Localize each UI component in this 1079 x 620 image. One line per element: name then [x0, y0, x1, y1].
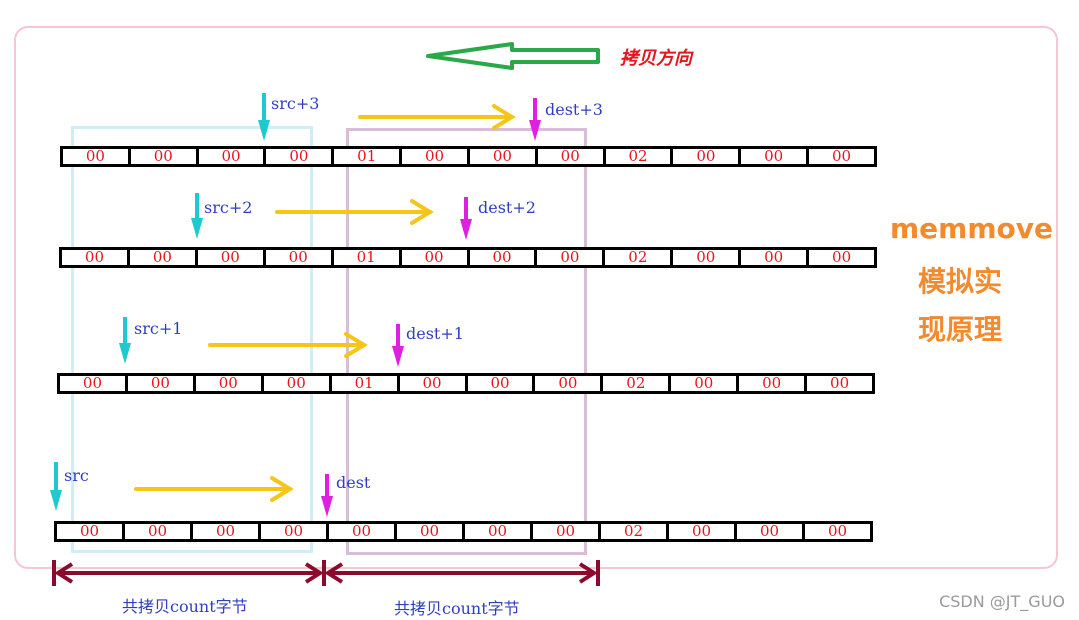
byte-cell: 00 [263, 376, 329, 391]
byte-cell: 00 [535, 376, 601, 391]
byte-cell: 00 [807, 376, 873, 391]
byte-cell: 00 [741, 149, 807, 164]
source-region-highlight [71, 126, 313, 553]
byte-cell: 00 [195, 376, 261, 391]
byte-cell: 02 [601, 524, 666, 539]
src-pointer-row-2 [191, 193, 203, 239]
copy-arrow-row-3 [208, 332, 368, 358]
outer-frame [14, 26, 1058, 569]
count-label-left: 共拷贝count字节 [122, 597, 248, 616]
byte-cell: 00 [669, 524, 734, 539]
byte-cell: 00 [197, 250, 263, 265]
byte-cell: 00 [673, 250, 739, 265]
destination-region-highlight [346, 128, 587, 555]
byte-cell: 00 [537, 250, 603, 265]
byte-cell: 00 [465, 524, 530, 539]
memory-row-2: 00 00 00 00 01 00 00 00 02 00 00 00 [59, 247, 877, 268]
byte-cell: 00 [399, 376, 465, 391]
byte-cell: 00 [125, 524, 190, 539]
byte-cell: 00 [469, 149, 535, 164]
byte-cell: 00 [129, 250, 195, 265]
dest-pointers [321, 98, 541, 517]
byte-cell: 00 [57, 524, 122, 539]
byte-cell: 00 [533, 524, 598, 539]
memory-row-1: 00 00 00 00 01 00 00 00 02 00 00 00 [60, 146, 877, 167]
byte-cell: 00 [329, 524, 394, 539]
dest-label-row-1: dest+3 [545, 100, 603, 119]
byte-cell: 00 [739, 376, 805, 391]
byte-cell: 00 [809, 149, 874, 164]
byte-cell: 01 [331, 376, 397, 391]
dest-label-row-4: dest [336, 473, 371, 492]
byte-cell: 00 [401, 250, 467, 265]
dest-label-row-2: dest+2 [478, 198, 536, 217]
dest-label-row-3: dest+1 [406, 324, 464, 343]
copy-direction-arrow [426, 42, 600, 70]
byte-cell: 01 [333, 250, 399, 265]
byte-cell: 00 [469, 250, 535, 265]
byte-cell: 02 [605, 250, 671, 265]
byte-cell: 00 [127, 376, 193, 391]
byte-cell: 00 [62, 250, 127, 265]
src-label-row-2: src+2 [204, 198, 253, 217]
byte-cell: 00 [193, 524, 258, 539]
side-title-line-1: memmove [890, 212, 1053, 245]
byte-cell: 00 [261, 524, 326, 539]
byte-cell: 00 [60, 376, 125, 391]
side-title-line-3: 现原理 [917, 313, 1002, 346]
dest-pointer-row-1 [529, 98, 541, 141]
byte-cell: 00 [671, 376, 737, 391]
memory-row-3: 00 00 00 00 01 00 00 00 02 00 00 00 [57, 373, 875, 394]
src-pointer-row-1 [258, 93, 270, 141]
byte-cell: 00 [467, 376, 533, 391]
copy-arrow-row-4 [134, 476, 294, 502]
src-pointer-row-4 [50, 462, 62, 511]
byte-cell: 00 [402, 149, 467, 164]
copy-arrow-row-1 [358, 104, 516, 130]
byte-cell: 00 [809, 250, 875, 265]
byte-cell: 02 [605, 149, 671, 164]
copy-direction-label: 拷贝方向 [620, 48, 692, 69]
src-pointers [50, 93, 270, 511]
byte-cell: 00 [198, 149, 264, 164]
dest-pointer-row-4 [321, 474, 333, 517]
byte-cell: 00 [265, 250, 331, 265]
src-label-row-4: src [64, 466, 89, 485]
byte-cell: 00 [673, 149, 739, 164]
watermark: CSDN @JT_GUO [939, 592, 1065, 611]
byte-cell: 01 [334, 149, 400, 164]
src-pointer-row-3 [119, 317, 131, 364]
dest-pointer-row-3 [392, 324, 404, 367]
byte-cell: 00 [537, 149, 603, 164]
byte-cell: 00 [63, 149, 128, 164]
byte-cell: 00 [397, 524, 462, 539]
side-title-line-2: 模拟实 [917, 265, 1002, 298]
memory-row-4: 00 00 00 00 00 00 00 00 02 00 00 00 [54, 521, 873, 542]
copy-arrows [134, 104, 516, 502]
byte-cell: 00 [741, 250, 807, 265]
byte-cell: 00 [805, 524, 870, 539]
byte-cell: 00 [737, 524, 802, 539]
copy-arrow-row-2 [275, 199, 434, 225]
byte-cell: 00 [130, 149, 196, 164]
dest-pointer-row-2 [460, 197, 472, 240]
src-label-row-3: src+1 [134, 319, 183, 338]
src-label-row-1: src+3 [271, 94, 320, 113]
count-brackets [52, 560, 600, 586]
byte-cell: 00 [266, 149, 332, 164]
byte-cell: 02 [603, 376, 669, 391]
count-label-right: 共拷贝count字节 [394, 599, 520, 618]
